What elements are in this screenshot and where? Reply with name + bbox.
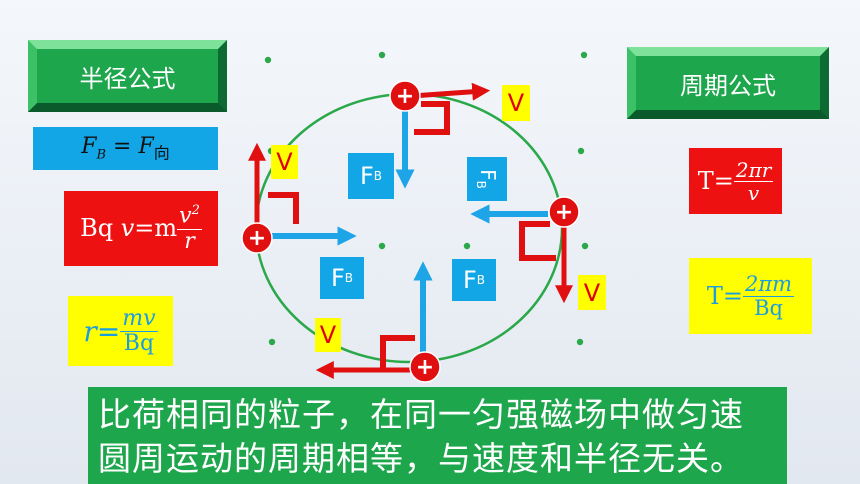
force-eq-lhs: F <box>81 133 97 159</box>
charge-symbol: + <box>396 84 414 109</box>
motion-eq-equals: =m <box>134 214 178 243</box>
right-angle-top <box>414 101 450 135</box>
right-angle-right <box>519 221 556 261</box>
period-eq2-num: 2πm <box>743 271 795 297</box>
force-label-main: F <box>476 169 500 181</box>
field-dot <box>378 242 386 250</box>
field-dot <box>576 338 584 346</box>
force-arrows <box>266 104 548 358</box>
right-angle-left <box>268 192 299 224</box>
motion-eq-fraction: v2 r <box>177 204 202 252</box>
force-eq-equals: = <box>106 133 139 159</box>
charge-left: + <box>241 222 273 254</box>
force-label-rotated: FB <box>474 169 500 189</box>
caption-line-2: 圆周运动的周期相等，与速度和半径无关。 <box>98 439 744 478</box>
radius-formula-title: 半径公式 <box>28 40 227 112</box>
velocity-label-right: V <box>578 275 606 310</box>
charge-bottom: + <box>409 351 441 383</box>
force-label-main: F <box>462 266 477 294</box>
motion-equation: Bq v =m v2 r <box>64 191 218 266</box>
charge-symbol: + <box>416 355 434 380</box>
period-eq2-fraction: 2πm Bq <box>743 271 795 320</box>
period-equation-1: T= 2πr v <box>689 148 782 214</box>
field-dot <box>264 56 272 64</box>
radius-eq-lhs: r <box>83 314 97 348</box>
period-formula-title-text: 周期公式 <box>680 71 776 100</box>
charge-symbol: + <box>555 200 573 225</box>
radius-equation: r = mv Bq <box>68 296 173 366</box>
radius-eq-fraction: mv Bq <box>120 305 158 356</box>
charge-symbol: + <box>248 226 266 251</box>
period-eq1-num: 2πr <box>733 157 774 182</box>
motion-eq-v: v <box>120 214 135 243</box>
velocity-label-top: V <box>502 85 530 121</box>
period-eq1-fraction: 2πr v <box>733 157 774 205</box>
velocity-label-left: V <box>271 145 298 179</box>
period-eq1-lhs: T= <box>697 167 734 195</box>
force-label-main: F <box>359 162 374 190</box>
force-label-main: F <box>330 264 345 292</box>
motion-eq-num-sup: 2 <box>191 203 200 219</box>
caption-line-1: 比荷相同的粒子，在同一匀强磁场中做匀速 <box>98 395 744 434</box>
velocity-arrows <box>248 82 573 379</box>
force-eq-rhs-sub: 向 <box>153 143 170 163</box>
motion-eq-lhs: Bq <box>80 214 114 243</box>
force-eq-rhs: F <box>138 133 154 159</box>
right-angle-markers <box>268 101 556 368</box>
force-eq-lhs-sub: B <box>96 147 107 163</box>
field-dot <box>580 51 588 59</box>
field-dot <box>577 147 585 155</box>
period-eq2-den: Bq <box>754 295 783 320</box>
field-dot <box>378 51 386 59</box>
velocity-arrow-top <box>411 82 491 101</box>
velocity-label-bottom: V <box>315 318 341 352</box>
radius-eq-den: Bq <box>123 330 155 356</box>
field-dot <box>463 242 471 250</box>
radius-formula-title-text: 半径公式 <box>79 64 176 93</box>
force-label-sub: B <box>344 271 354 285</box>
conclusion-caption: 比荷相同的粒子，在同一匀强磁场中做匀速 圆周运动的周期相等，与速度和半径无关。 <box>88 387 787 484</box>
force-label-sub: B <box>476 273 486 287</box>
radius-eq-equals: = <box>96 314 121 348</box>
period-eq1-den: v <box>747 180 760 205</box>
field-dot <box>268 338 276 346</box>
charges: + + + + <box>241 80 580 383</box>
force-label-sub: B <box>474 180 488 189</box>
period-equation-2: T= 2πm Bq <box>689 258 812 334</box>
motion-eq-num: v <box>179 203 192 229</box>
period-eq2-lhs: T= <box>706 282 744 310</box>
right-angle-bottom <box>380 335 415 368</box>
period-formula-title: 周期公式 <box>627 47 829 119</box>
force-label-sub: B <box>373 169 383 183</box>
trajectory-circle <box>254 92 564 364</box>
force-label-right: FB <box>467 157 507 201</box>
force-equation: FB = F向 <box>33 127 218 170</box>
charge-right: + <box>548 196 580 228</box>
charge-top: + <box>389 80 421 112</box>
motion-eq-den: r <box>184 228 195 254</box>
radius-eq-num: mv <box>120 305 158 332</box>
field-dot <box>581 242 589 250</box>
